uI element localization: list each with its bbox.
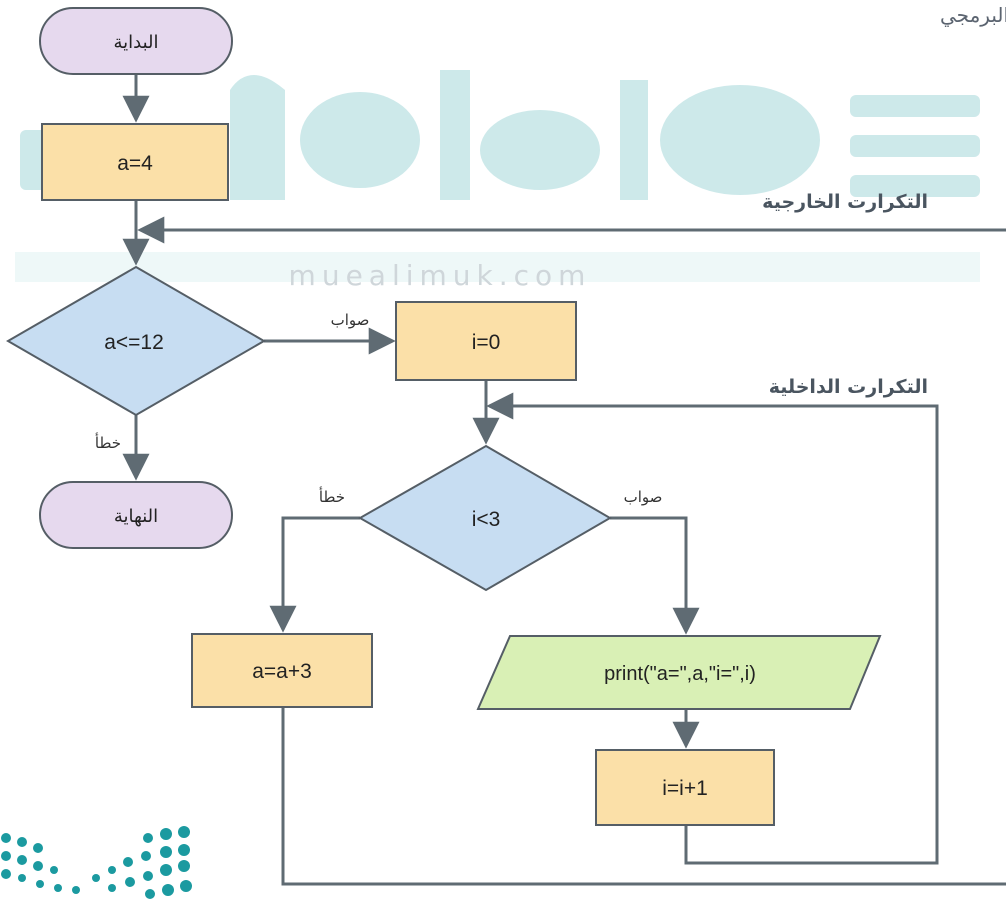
inner-condition-label: i<3	[472, 508, 501, 531]
inner-loop-label: التكرارت الداخلية	[769, 376, 928, 398]
print-io: print("a=",a,"i=",i)	[476, 635, 882, 710]
watermark-url: muealimuk.com	[289, 259, 592, 292]
edge-inner-true	[610, 516, 700, 635]
start-terminal: البداية	[39, 7, 233, 75]
inner-true-label: صواب	[624, 488, 663, 506]
inner-false-label: خطأ	[319, 486, 345, 506]
outer-condition-decision: a<=12	[6, 265, 266, 417]
end-terminal: النهاية	[39, 481, 233, 549]
outer-true-label: صواب	[331, 311, 370, 329]
increment-a-process: a=a+3	[191, 633, 373, 708]
increment-a-label: a=a+3	[252, 660, 312, 683]
ministry-logo	[1, 826, 192, 899]
edge-inner-false	[269, 516, 360, 633]
inner-condition-decision: i<3	[357, 444, 612, 592]
outer-false-label: خطأ	[95, 432, 121, 452]
init-i-label: i=0	[472, 331, 501, 354]
init-a-label: a=4	[117, 152, 153, 175]
edge-increment-a-to-outer-loop	[281, 707, 1006, 886]
watermark-logo	[15, 70, 980, 282]
increment-i-process: i=i+1	[595, 749, 775, 826]
edge-inner-loop-back	[486, 392, 939, 865]
init-a-process: a=4	[41, 123, 229, 201]
outer-condition-label: a<=12	[104, 331, 164, 354]
outer-loop-label: التكرارت الخارجية	[762, 191, 928, 213]
increment-i-label: i=i+1	[662, 777, 708, 800]
end-label: النهاية	[114, 506, 158, 527]
start-label: البداية	[113, 32, 158, 53]
diagram-title: المخطط الإنساني للمقطع البرمجي	[940, 3, 1006, 28]
init-i-process: i=0	[395, 301, 577, 381]
print-label: print("a=",a,"i=",i)	[604, 663, 756, 685]
